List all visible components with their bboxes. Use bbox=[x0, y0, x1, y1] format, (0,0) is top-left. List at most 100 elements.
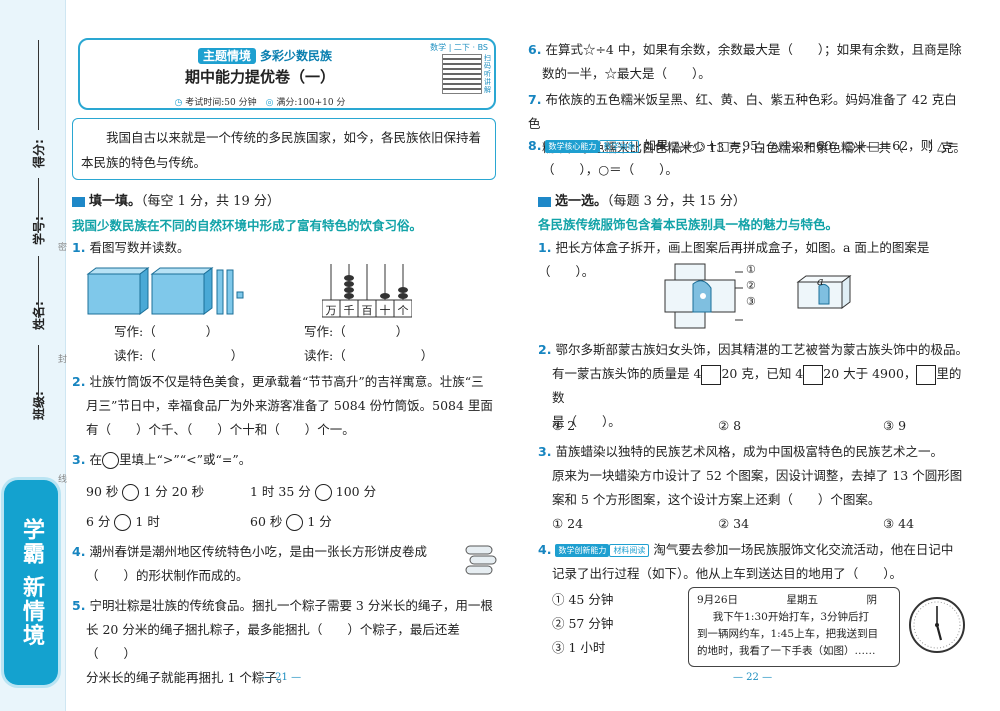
q4: 4. 潮州春饼是潮州地区传统特色小吃，是由一张长方形饼皮卷成 （ ）的形状制作而… bbox=[72, 540, 452, 588]
watch-clock-icon bbox=[909, 597, 965, 653]
face-a-label: a bbox=[817, 275, 824, 288]
c2-number: 2. bbox=[538, 342, 552, 357]
exam-header: 主题情境多彩少数民族 数学 | 二下 · BS 期中能力提优卷（一） ◷ 考试时… bbox=[78, 38, 496, 110]
c4-option[interactable]: ② 57 分钟 bbox=[552, 616, 614, 631]
c1-opt[interactable]: ③ bbox=[746, 295, 756, 308]
diary-line3: 的地时，我看了一下手表（如图）…… bbox=[697, 645, 876, 657]
c4-option[interactable]: ③ 1 小时 bbox=[552, 640, 606, 655]
exam-score: 满分:100+10 分 bbox=[276, 98, 346, 108]
q2-line3[interactable]: 有（ ）个千、（ ）个十和（ ）个一。 bbox=[86, 422, 355, 437]
c4-line2[interactable]: 记录了出行过程（如下）。他从上车到送达目的地用了（ ）。 bbox=[552, 566, 903, 581]
q8-line1: 如果 △＋○＋□＝95，△＋○＝60，○＋□＝62，则 △＝ bbox=[643, 138, 960, 153]
q7-line2[interactable]: 糯米，紫色糯米比白色糯米少 13 克，白色糯米和紫色糯米一共（ ）克。 bbox=[542, 140, 966, 155]
q1-text: 看图写数并读数。 bbox=[89, 240, 190, 255]
seal-xian: 线 bbox=[58, 475, 68, 485]
q4-line1: 潮州春饼是潮州地区传统特色小吃，是由一张长方形饼皮卷成 bbox=[89, 544, 427, 559]
diary-week: 星期五 bbox=[786, 594, 819, 606]
score-field: 得分: bbox=[30, 139, 47, 168]
q3-item: 90 秒 1 分 20 秒 bbox=[86, 480, 204, 504]
theme-title: 多彩少数民族 bbox=[260, 49, 333, 63]
c1-stem: 1. 把长方体盒子拆开，画上图案后再拼成盒子，如图。a 面上的图案是（ ）。 bbox=[538, 236, 968, 284]
q1-stem: 1. 看图写数并读数。 bbox=[72, 236, 189, 260]
digit-box[interactable] bbox=[701, 364, 722, 385]
compare-circle-icon bbox=[101, 452, 119, 469]
answer-circle[interactable] bbox=[286, 514, 304, 531]
q3-number: 3. bbox=[72, 452, 86, 467]
page-number-left: — 21 — bbox=[262, 672, 302, 683]
q6-line2[interactable]: 数的一半，☆最大是（ ）。 bbox=[542, 66, 711, 81]
id-label: 学号: bbox=[32, 216, 46, 245]
name-line bbox=[38, 256, 39, 318]
c2-line3[interactable]: 是（ ）。 bbox=[552, 414, 621, 429]
tag-innovation: 数学创新能力 bbox=[555, 544, 610, 557]
c3-line1: 苗族蜡染以独特的民族艺术风格，成为中国极富特色的民族艺术之一。 bbox=[555, 444, 943, 459]
c1-number: 1. bbox=[538, 240, 552, 255]
q5: 5. 宁明壮粽是壮族的传统食品。捆扎一个粽子需要 3 分米长的绳子，用一根 长 … bbox=[72, 594, 502, 690]
c3-option[interactable]: ① 24 bbox=[552, 516, 584, 531]
q1-read-left[interactable]: 读作:（ ） bbox=[114, 348, 244, 363]
c2-option[interactable]: ③ 9 bbox=[883, 418, 907, 433]
q1-write-right[interactable]: 写作:（ ） bbox=[304, 324, 409, 339]
c4-number: 4. bbox=[538, 542, 552, 557]
c2-line1: 鄂尔多斯部蒙古族妇女头饰，因其精湛的工艺被誉为蒙古族头饰中的极品。 bbox=[555, 342, 968, 357]
exam-time: 考试时间:50 分钟 bbox=[185, 98, 257, 108]
digit-box[interactable] bbox=[803, 364, 824, 385]
digit-box[interactable] bbox=[916, 364, 937, 385]
binding-strip: 得分: 学号: 姓名: 班级: 密 封 线 学霸 新情境 bbox=[0, 0, 68, 711]
q3-pre: 在 bbox=[89, 452, 102, 467]
q3-item: 1 时 35 分 100 分 bbox=[250, 480, 376, 504]
page-number-right: — 22 — bbox=[733, 672, 773, 683]
q3-b: 1 分 bbox=[307, 514, 332, 529]
c3-option[interactable]: ② 34 bbox=[718, 516, 750, 531]
q1-read-right[interactable]: 读作:（ ） bbox=[304, 348, 434, 363]
qr-code-icon[interactable] bbox=[442, 54, 482, 94]
c2-line2a: 有一蒙古族头饰的质量是 4 bbox=[552, 366, 702, 381]
section2-lead: 各民族传统服饰包含着本民族别具一格的魅力与特色。 bbox=[538, 217, 839, 232]
c2-line2c: 20 大于 4900， bbox=[823, 366, 917, 381]
class-line bbox=[38, 345, 39, 407]
c2-option[interactable]: ② 8 bbox=[718, 418, 742, 433]
q8-line2[interactable]: （ ），○＝（ ）。 bbox=[542, 162, 678, 177]
c2-option[interactable]: ① 2 bbox=[552, 418, 576, 433]
box-net-figure bbox=[664, 263, 852, 329]
class-label: 班级: bbox=[32, 391, 46, 420]
answer-circle[interactable] bbox=[114, 514, 132, 531]
abacus-label: 十 bbox=[379, 304, 391, 317]
q3-item: 60 秒 1 分 bbox=[250, 510, 332, 534]
diary-weather: 阴 bbox=[866, 594, 877, 606]
q2-line1: 壮族竹筒饭不仅是特色美食，更承载着“节节高升”的吉祥寓意。壮族“三 bbox=[89, 374, 484, 389]
c3-line2: 原来为一块蜡染方巾设计了 52 个图案，因设计调整，去掉了 13 个圆形图 bbox=[552, 468, 963, 483]
c3-option[interactable]: ③ 44 bbox=[883, 516, 915, 531]
q5-line2[interactable]: 长 20 分米的绳子捆扎粽子，最多能捆扎（ ）个粽子，最后还差（ ） bbox=[86, 622, 460, 661]
q3-a: 1 时 35 分 bbox=[250, 484, 311, 499]
diary-box: 9月26日星期五阴 我下午1:30开始打车，3分钟后打 到一辆网约车，1:45上… bbox=[688, 587, 900, 667]
diary-date: 9月26日 bbox=[697, 594, 739, 606]
q4-line2[interactable]: （ ）的形状制作而成的。 bbox=[86, 568, 249, 583]
q3-b: 1 时 bbox=[135, 514, 160, 529]
q8-number: 8. bbox=[528, 138, 542, 153]
c3-line3[interactable]: 案和 5 个方形图案，这个设计方案上还剩（ ）个图案。 bbox=[552, 492, 881, 507]
q8: 8. 数学核心能力数学抽象 如果 △＋○＋□＝95，△＋○＝60，○＋□＝62，… bbox=[528, 134, 968, 182]
answer-circle[interactable] bbox=[122, 484, 140, 501]
answer-circle[interactable] bbox=[314, 484, 332, 501]
section1-note: （每空 1 分，共 19 分） bbox=[141, 194, 280, 209]
score-label: 得分: bbox=[32, 139, 46, 168]
c2-line2b: 20 克，已知 4 bbox=[721, 366, 804, 381]
seal-feng: 封 bbox=[58, 355, 68, 365]
spring-roll-icon bbox=[465, 545, 497, 575]
c1-opt[interactable]: ① bbox=[746, 263, 756, 276]
q3-post: 里填上“>”“<”或“=”。 bbox=[118, 452, 252, 467]
q2: 2. 壮族竹筒饭不仅是特色美食，更承载着“节节高升”的吉祥寓意。壮族“三 月三”… bbox=[72, 370, 502, 442]
c3-number: 3. bbox=[538, 444, 552, 459]
c1-options: ① ② ③ bbox=[746, 262, 756, 310]
c2-line2d: 里的数 bbox=[552, 366, 962, 405]
q3-a: 60 秒 bbox=[250, 514, 283, 529]
thousand-cube-1 bbox=[86, 267, 150, 315]
q1-write-left[interactable]: 写作:（ ） bbox=[114, 324, 219, 339]
abacus-label: 万 bbox=[325, 304, 337, 317]
thousand-cube-2 bbox=[150, 267, 214, 315]
right-page: 6. 在算式☆÷4 中，如果有余数，余数最大是（ ）；如果有余数，且商是除 数的… bbox=[528, 0, 968, 711]
ten-rod-2 bbox=[226, 269, 234, 315]
c1-opt[interactable]: ② bbox=[746, 279, 756, 292]
c4-option[interactable]: ① 45 分钟 bbox=[552, 592, 614, 607]
